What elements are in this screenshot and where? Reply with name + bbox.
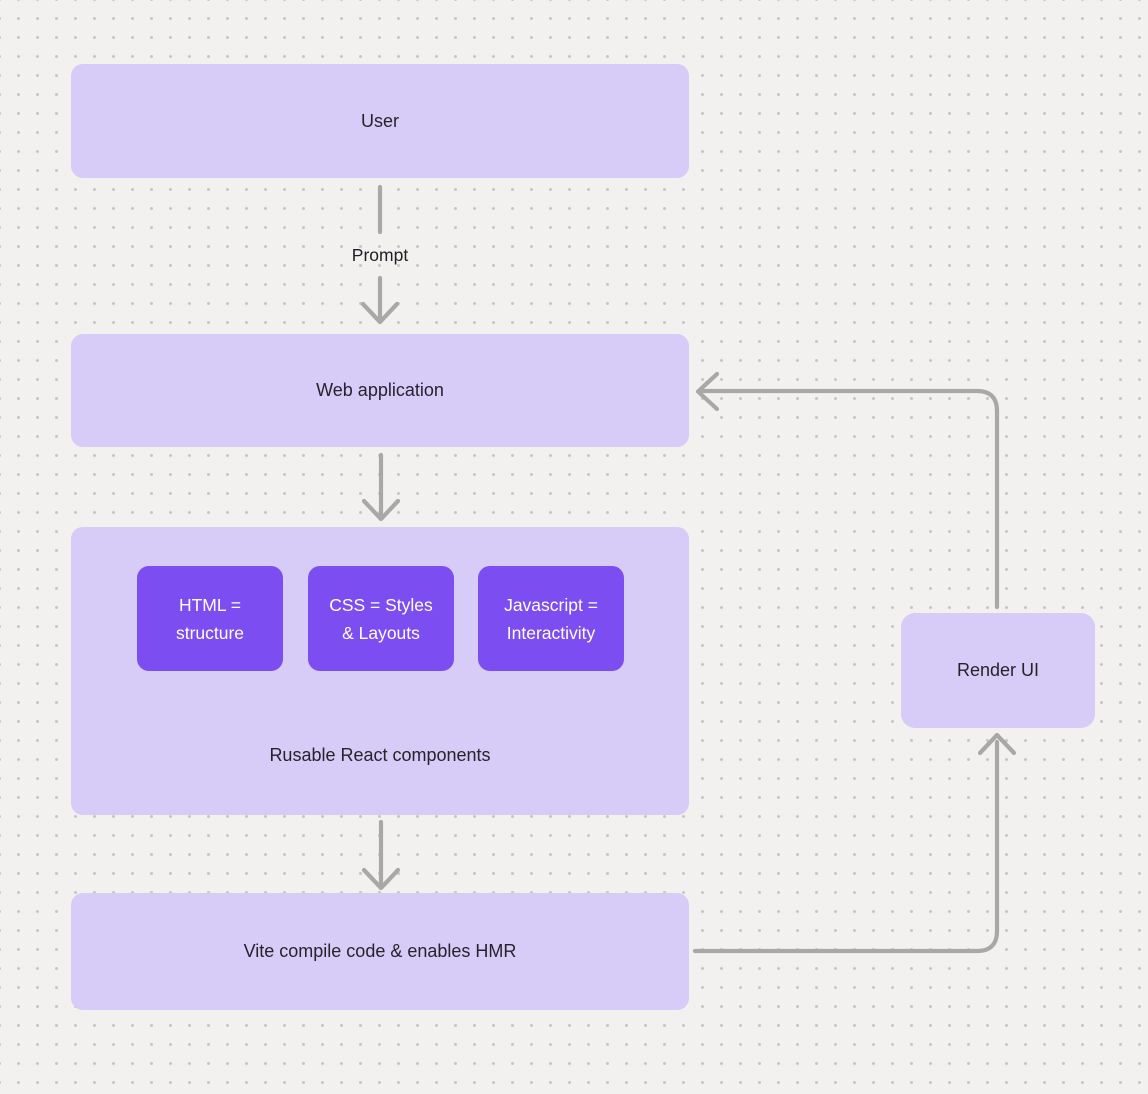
node-user: User <box>71 64 689 178</box>
node-css-label-line1: CSS = Styles <box>329 594 433 615</box>
node-user-label: User <box>360 110 399 131</box>
node-web-application: Web application <box>71 334 689 447</box>
node-html-label-line1: HTML = <box>178 594 242 615</box>
node-html: HTML = structure <box>137 566 283 671</box>
arrowhead-down-icon <box>361 498 401 522</box>
node-javascript-label-line1: Javascript = <box>504 594 598 615</box>
arrowhead-down-icon <box>361 867 401 891</box>
node-html-label-line2: structure <box>175 622 245 643</box>
node-render-ui-label: Render UI <box>956 660 1040 680</box>
edge-vite-to-renderui-line <box>692 739 1000 954</box>
node-css: CSS = Styles & Layouts <box>308 566 454 671</box>
node-vite: Vite compile code & enables HMR <box>71 893 689 1010</box>
node-components-group: HTML = structure CSS = Styles & Layouts … <box>71 527 689 815</box>
components-caption: Rusable React components <box>269 745 491 765</box>
arrowhead-left-icon <box>695 371 720 412</box>
node-javascript-label-line2: Interactivity <box>506 622 596 643</box>
node-javascript: Javascript = Interactivity <box>478 566 624 671</box>
node-render-ui: Render UI <box>901 613 1095 728</box>
arrowhead-up-icon <box>977 732 1017 756</box>
node-web-application-label: Web application <box>316 380 444 400</box>
node-vite-label: Vite compile code & enables HMR <box>243 941 517 961</box>
node-css-label-line2: & Layouts <box>342 622 420 643</box>
edge-label-prompt: Prompt <box>351 245 409 265</box>
arrowhead-down-icon <box>360 301 400 325</box>
edge-renderui-to-webapp-line <box>698 388 1000 610</box>
